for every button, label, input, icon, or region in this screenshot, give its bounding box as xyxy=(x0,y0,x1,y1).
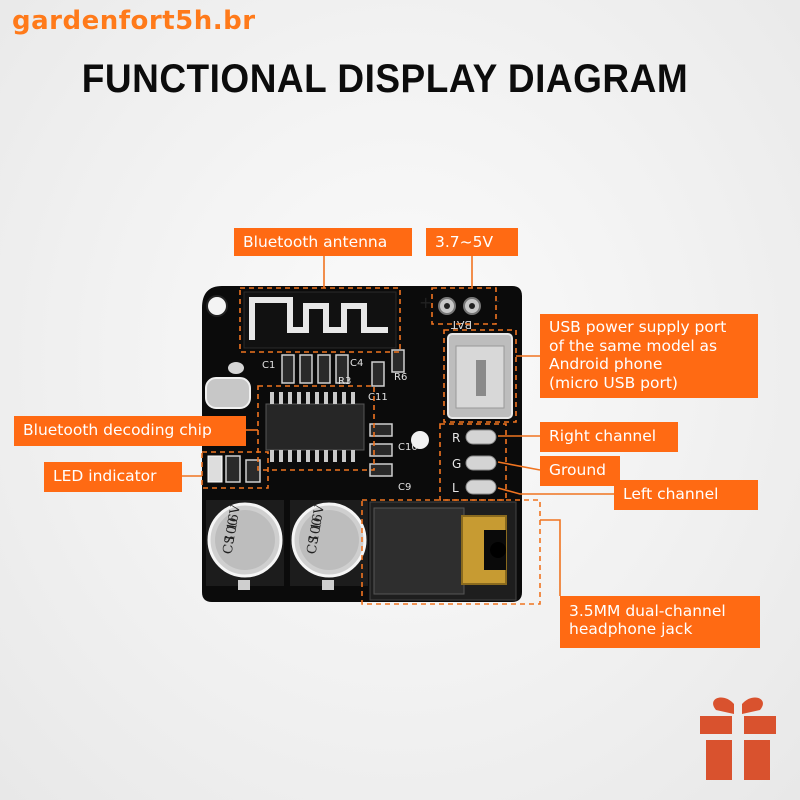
antenna-trace xyxy=(249,297,388,340)
bat-marking: BAT xyxy=(451,318,472,331)
capacitor-left: CS 100 16V xyxy=(206,500,284,590)
label-headphone-jack: 3.5MM dual-channel headphone jack xyxy=(560,596,760,648)
crystal xyxy=(205,377,251,409)
ground-leader xyxy=(497,461,541,471)
label-jack-line2: headphone jack xyxy=(569,620,693,638)
label-usb-line3: Android phone xyxy=(549,355,663,373)
svg-text:16V: 16V xyxy=(225,503,244,532)
led-component xyxy=(245,459,261,483)
smd-component xyxy=(369,423,393,437)
via-hole xyxy=(411,431,429,449)
jack-leader xyxy=(540,519,561,596)
label-jack-line1: 3.5MM dual-channel xyxy=(569,602,726,620)
label-usb-line1: USB power supply port xyxy=(549,318,727,336)
marking-r: R xyxy=(452,431,460,445)
marking-c1: C1 xyxy=(262,360,275,371)
smd-component xyxy=(371,361,385,387)
smd-component xyxy=(391,349,405,373)
smd-component xyxy=(369,463,393,477)
led-component xyxy=(225,455,241,483)
svg-text:100: 100 xyxy=(307,517,326,544)
smd-component xyxy=(369,443,393,457)
capacitor-right: CS 100 16V xyxy=(290,500,368,590)
usb-guide-box xyxy=(443,329,517,423)
chip-guide-box xyxy=(257,385,375,471)
label-usb-line4: (micro USB port) xyxy=(549,373,678,392)
label-right-channel: Right channel xyxy=(540,422,678,452)
led-guide-box xyxy=(201,451,269,489)
svg-text:100: 100 xyxy=(223,517,242,544)
marking-l: L xyxy=(452,481,459,495)
watermark: gardenfort5h.br xyxy=(12,6,256,36)
label-left-channel: Left channel xyxy=(614,480,758,510)
gift-icon[interactable] xyxy=(690,690,786,786)
label-bluetooth-antenna: Bluetooth antenna xyxy=(234,228,412,256)
label-ground: Ground xyxy=(540,456,620,486)
mounting-hole xyxy=(206,295,228,317)
svg-text:CS: CS xyxy=(304,534,322,555)
label-usb-port: USB power supply port of the same model … xyxy=(540,314,758,398)
label-led-indicator: LED indicator xyxy=(44,462,182,492)
led-component xyxy=(207,455,223,483)
diagram-title: FUNCTIONAL DISPLAY DIAGRAM xyxy=(81,56,689,101)
svg-text:CS: CS xyxy=(220,534,238,555)
headphone-jack xyxy=(369,501,517,601)
decoding-chip xyxy=(265,392,365,462)
antenna-area xyxy=(243,291,397,349)
label-usb-line2: of the same model as xyxy=(549,336,718,355)
marking-g: G xyxy=(452,457,461,471)
pad-ground xyxy=(465,455,497,471)
label-voltage: 3.7~5V xyxy=(426,228,518,256)
plus-marking: + xyxy=(419,293,432,312)
left-leader xyxy=(497,487,614,495)
label-decoding-chip: Bluetooth decoding chip xyxy=(14,416,246,446)
smd-component xyxy=(281,354,295,384)
marking-c11: C11 xyxy=(368,392,388,403)
marking-r3: R3 xyxy=(338,376,351,387)
marking-r6: R6 xyxy=(394,372,407,383)
pad-left xyxy=(465,479,497,495)
antenna-guide-box xyxy=(239,287,401,353)
jack-guide-box xyxy=(361,499,541,605)
marking-c10: C10 xyxy=(398,442,418,453)
voltage-guide-box xyxy=(431,287,497,325)
svg-text:16V: 16V xyxy=(309,503,328,532)
pad-right xyxy=(465,429,497,445)
smd-component xyxy=(299,354,313,384)
marking-c4: C4 xyxy=(350,358,363,369)
minus-marking: - xyxy=(494,291,500,310)
marking-c9: C9 xyxy=(398,482,411,493)
smd-component xyxy=(335,354,349,384)
smd-component xyxy=(317,354,331,384)
